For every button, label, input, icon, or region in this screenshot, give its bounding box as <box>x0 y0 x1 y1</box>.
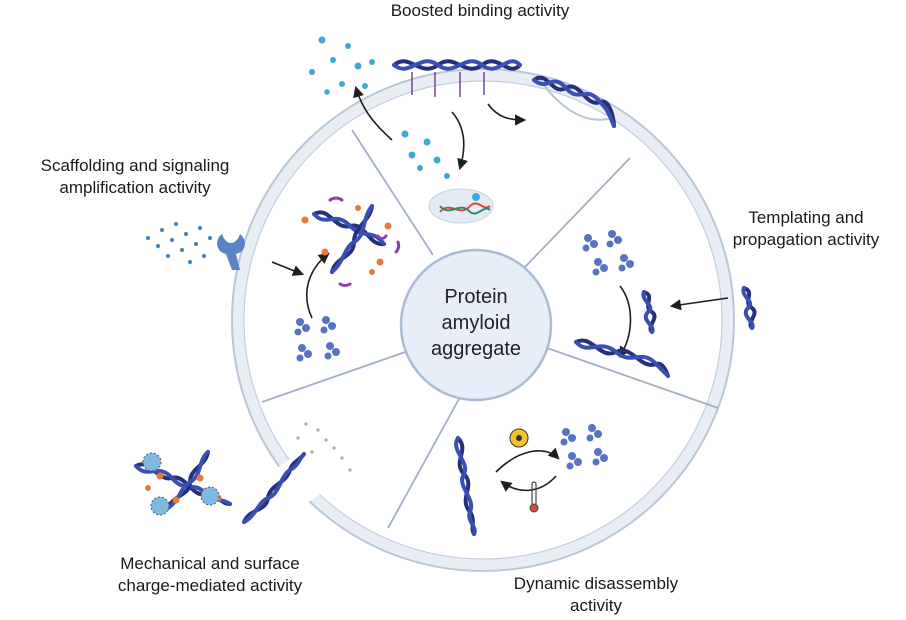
center-label: Protein amyloid aggregate <box>406 284 546 362</box>
boosted-binding-illustration <box>309 36 616 224</box>
center-label-line2: amyloid <box>441 312 511 334</box>
label-mechanical: Mechanical and surface charge-mediated a… <box>60 553 360 597</box>
dynamic-disassembly-illustration <box>454 424 608 536</box>
label-templating-line2: propagation activity <box>732 230 880 249</box>
scaffolding-illustration <box>146 196 401 362</box>
sector-dividers <box>261 129 719 529</box>
label-scaffolding-line1: Scaffolding and signaling <box>40 156 230 175</box>
label-templating-line1: Templating and <box>748 208 864 227</box>
center-label-line1: Protein <box>444 286 508 308</box>
label-templating: Templating and propagation activity <box>700 207 906 251</box>
label-mechanical-line1: Mechanical and surface <box>120 554 300 573</box>
center-label-line3: aggregate <box>430 338 522 360</box>
templating-illustration <box>574 230 757 378</box>
label-dynamic: Dynamic disassembly activity <box>466 573 726 617</box>
label-scaffolding: Scaffolding and signaling amplification … <box>0 155 270 199</box>
label-dynamic-line2: activity <box>570 596 622 615</box>
mechanical-illustration <box>134 422 352 524</box>
label-boosted-binding: Boosted binding activity <box>390 1 570 20</box>
label-scaffolding-line2: amplification activity <box>59 178 211 197</box>
label-dynamic-line1: Dynamic disassembly <box>513 574 679 593</box>
label-mechanical-line2: charge-mediated activity <box>117 576 303 595</box>
center-circle <box>399 248 553 402</box>
